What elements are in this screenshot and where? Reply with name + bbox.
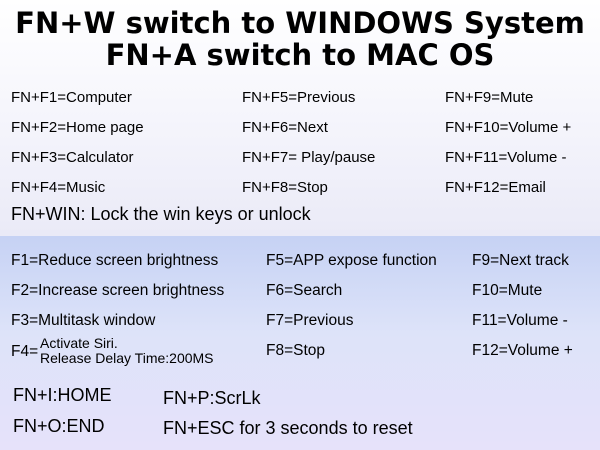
windows-section: FN+W switch to WINDOWS System FN+A switc… bbox=[0, 0, 600, 236]
windows-shortcut: FN+F6=Next bbox=[242, 119, 328, 136]
windows-shortcut: FN+F5=Previous bbox=[242, 89, 356, 106]
windows-shortcut: FN+F4=Music bbox=[11, 179, 106, 196]
mac-shortcut: F8=Stop bbox=[266, 342, 326, 359]
mac-shortcut: F11=Volume - bbox=[472, 312, 568, 329]
home-shortcut: FN+I:HOME bbox=[13, 385, 112, 405]
mac-f4-delay: Release Delay Time:200MS bbox=[40, 350, 214, 366]
end-shortcut: FN+O:END bbox=[13, 416, 105, 436]
mac-switch-title: FN+A switch to MAC OS bbox=[105, 38, 495, 72]
windows-shortcut: FN+F12=Email bbox=[445, 179, 546, 196]
mac-shortcut: F12=Volume + bbox=[472, 342, 573, 359]
mac-shortcut: F5=APP expose function bbox=[266, 252, 437, 269]
mac-shortcut: F10=Mute bbox=[472, 282, 543, 299]
mac-section bbox=[0, 236, 600, 450]
windows-shortcut: FN+F2=Home page bbox=[11, 119, 144, 136]
windows-shortcut: FN+F11=Volume - bbox=[445, 149, 567, 166]
mac-shortcut: F1=Reduce screen brightness bbox=[11, 252, 219, 269]
windows-shortcut: FN+F8=Stop bbox=[242, 179, 328, 196]
windows-shortcut: FN+F9=Mute bbox=[445, 89, 534, 106]
mac-shortcut: F2=Increase screen brightness bbox=[11, 282, 225, 299]
reset-shortcut: FN+ESC for 3 seconds to reset bbox=[163, 418, 413, 438]
mac-f4-siri: Activate Siri. bbox=[40, 335, 118, 351]
mac-f4-prefix: F4= bbox=[11, 343, 39, 360]
windows-switch-title: FN+W switch to WINDOWS System bbox=[15, 6, 585, 40]
scrlk-shortcut: FN+P:ScrLk bbox=[163, 388, 261, 408]
mac-shortcut: F6=Search bbox=[266, 282, 343, 299]
windows-shortcut: FN+F1=Computer bbox=[11, 89, 132, 106]
windows-shortcut: FN+F7= Play/pause bbox=[242, 149, 376, 166]
mac-shortcut: F3=Multitask window bbox=[11, 312, 156, 329]
mac-shortcut: F9=Next track bbox=[472, 252, 569, 269]
mac-shortcut: F7=Previous bbox=[266, 312, 354, 329]
windows-shortcut: FN+F10=Volume + bbox=[445, 119, 572, 136]
win-lock-note: FN+WIN: Lock the win keys or unlock bbox=[11, 204, 311, 224]
windows-shortcut: FN+F3=Calculator bbox=[11, 149, 134, 166]
